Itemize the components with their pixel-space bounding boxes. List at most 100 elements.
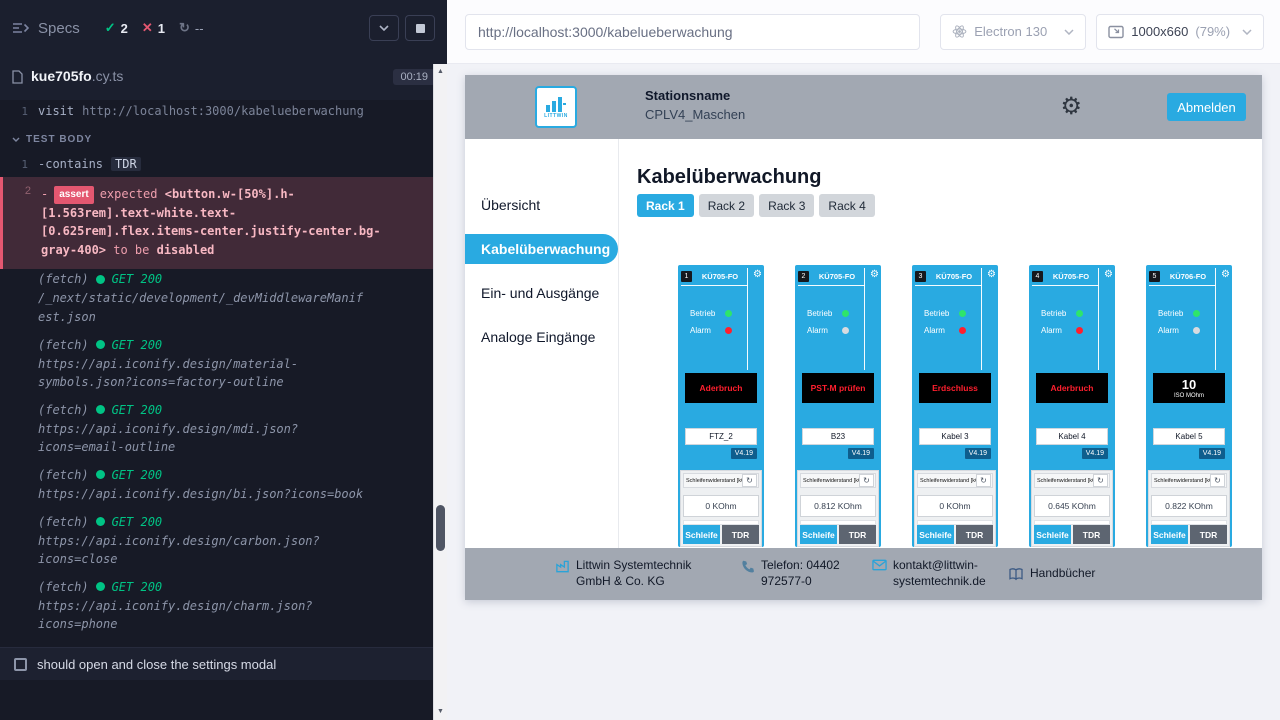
url-text: http://localhost:3000/kabelueberwachung [478, 24, 733, 40]
stop-tests-button[interactable] [405, 15, 435, 41]
tab-rack-1[interactable]: Rack 1 [637, 194, 694, 217]
card-divider [747, 268, 748, 370]
line-number: 1 [0, 105, 38, 118]
tab-rack-4[interactable]: Rack 4 [819, 194, 874, 217]
card-gear-icon[interactable]: ⚙ [753, 270, 762, 280]
fetch-label: (fetch) [38, 580, 89, 594]
browser-select[interactable]: Electron 130 [940, 14, 1086, 50]
betrieb-led [1193, 310, 1200, 317]
line-number: 1 [0, 158, 38, 171]
card-gear-icon[interactable]: ⚙ [987, 270, 996, 280]
test-square-icon [14, 658, 27, 671]
device-card: 3 KÜ705-FO ⚙ Betrieb Alarm Erdschluss Ka… [912, 265, 998, 547]
stat-passed: ✓2 [105, 20, 128, 36]
reporter-scrollbar[interactable]: ▲ ▼ [433, 64, 447, 720]
network-log-entry[interactable]: (fetch) GET 200 https://api.iconify.desi… [0, 400, 433, 465]
card-gear-icon[interactable]: ⚙ [870, 270, 879, 280]
card-gear-icon[interactable]: ⚙ [1221, 270, 1230, 280]
tdr-button[interactable]: TDR [1190, 525, 1227, 544]
resistance-label: Schleifenwiderstand [kOhm] [920, 478, 976, 484]
nav-item-kabelueberwachung[interactable]: Kabelüberwachung [465, 234, 618, 264]
logout-button[interactable]: Abmelden [1167, 93, 1246, 121]
network-log-entry[interactable]: (fetch) GET 200 https://api.iconify.desi… [0, 465, 433, 512]
station-label: Stationsname [645, 88, 745, 103]
schleife-button[interactable]: Schleife [1034, 525, 1071, 544]
tdr-button[interactable]: TDR [1073, 525, 1110, 544]
passed-count: 2 [121, 21, 128, 36]
fetch-url: https://api.iconify.design/material-symb… [38, 355, 368, 392]
network-log-entry[interactable]: (fetch) GET 200 https://api.iconify.desi… [0, 335, 433, 400]
test-stats: ✓2 ✕1 ↻-- [105, 20, 204, 36]
reporter-header-area: Specs ✓2 ✕1 ↻-- kue705fo.cy.ts [0, 0, 447, 100]
tab-rack-2[interactable]: Rack 2 [699, 194, 754, 217]
betrieb-row: Betrieb [690, 309, 764, 318]
assert-badge: assert [54, 186, 93, 204]
betrieb-label: Betrieb [807, 309, 837, 318]
specs-menu-icon[interactable] [12, 22, 29, 34]
command-dash: - [41, 187, 48, 201]
network-log-entry[interactable]: (fetch) GET 200 https://api.iconify.desi… [0, 512, 433, 577]
cable-name: B23 [802, 428, 874, 445]
alarm-row: Alarm [1158, 326, 1232, 335]
refresh-icon[interactable]: ↻ [859, 474, 874, 487]
fetch-url: https://api.iconify.design/mdi.json?icon… [38, 420, 368, 457]
betrieb-label: Betrieb [1158, 309, 1188, 318]
url-input[interactable]: http://localhost:3000/kabelueberwachung [465, 14, 920, 50]
line-number: 2 [3, 185, 41, 259]
refresh-icon[interactable]: ↻ [1210, 474, 1225, 487]
device-card: 1 KÜ705-FO ⚙ Betrieb Alarm Aderbruch FTZ… [678, 265, 764, 547]
status-ok-dot [96, 405, 105, 414]
nav-item-ein-und-ausgaenge[interactable]: Ein- und Ausgänge [465, 278, 618, 308]
chevron-down-icon [1242, 29, 1252, 35]
fetch-status: GET 200 [112, 580, 163, 594]
command-dash: - [38, 157, 45, 171]
refresh-icon[interactable]: ↻ [1093, 474, 1108, 487]
specs-link[interactable]: Specs [38, 20, 80, 37]
status-ok-dot [96, 517, 105, 526]
spec-timer: 00:19 [393, 69, 435, 85]
footer-manuals[interactable]: Handbücher [1008, 566, 1095, 582]
fetch-label: (fetch) [38, 403, 89, 417]
schleife-button[interactable]: Schleife [917, 525, 954, 544]
command-contains[interactable]: 1 -contains TDR [0, 153, 433, 175]
tab-rack-3[interactable]: Rack 3 [759, 194, 814, 217]
settings-gear-icon[interactable]: ⚙ [1060, 95, 1082, 119]
device-card: 4 KÜ705-FO ⚙ Betrieb Alarm Aderbruch Kab… [1029, 265, 1115, 547]
aut-toolbar: http://localhost:3000/kabelueberwachung … [447, 0, 1280, 64]
viewport-select[interactable]: 1000x660 (79%) [1096, 14, 1264, 50]
reporter-header: Specs ✓2 ✕1 ↻-- [0, 0, 447, 56]
nav-item-analoge-eingaenge[interactable]: Analoge Eingänge [465, 322, 618, 352]
schleife-button[interactable]: Schleife [800, 525, 837, 544]
card-gear-icon[interactable]: ⚙ [1104, 270, 1113, 280]
page-title: Kabelüberwachung [637, 166, 821, 189]
scroll-down-arrow[interactable]: ▼ [434, 706, 447, 718]
refresh-icon[interactable]: ↻ [976, 474, 991, 487]
electron-icon [952, 24, 967, 39]
refresh-icon[interactable]: ↻ [742, 474, 757, 487]
network-log-entry[interactable]: (fetch) GET 200 https://api.iconify.desi… [0, 577, 433, 642]
schleife-button[interactable]: Schleife [1151, 525, 1188, 544]
tdr-button[interactable]: TDR [839, 525, 876, 544]
card-divider [1149, 285, 1216, 286]
alarm-led [1076, 327, 1083, 334]
tdr-button[interactable]: TDR [956, 525, 993, 544]
fetch-label: (fetch) [38, 272, 89, 286]
collapse-all-button[interactable] [369, 15, 399, 41]
command-visit[interactable]: 1 visit http://localhost:3000/kabelueber… [0, 100, 433, 122]
test-item-settings-modal[interactable]: should open and close the settings modal [0, 647, 433, 680]
firmware-version: V4.19 [731, 448, 757, 459]
test-body-section[interactable]: TEST BODY [0, 122, 433, 153]
spec-title-bar[interactable]: kue705fo.cy.ts 00:19 [0, 62, 447, 92]
chevron-down-icon [12, 137, 20, 142]
nav-item-uebersicht[interactable]: Übersicht [465, 190, 618, 220]
card-divider [681, 285, 748, 286]
tdr-button[interactable]: TDR [722, 525, 759, 544]
scroll-up-arrow[interactable]: ▲ [434, 66, 447, 78]
command-assert-failed[interactable]: 2 -assertexpected <button.w-[50%].h-[1.5… [0, 177, 433, 269]
schleife-button[interactable]: Schleife [683, 525, 720, 544]
card-divider [1215, 268, 1216, 370]
scrollbar-thumb[interactable] [436, 505, 445, 551]
cable-name: FTZ_2 [685, 428, 757, 445]
network-log-entry[interactable]: (fetch) GET 200 /_next/static/developmen… [0, 269, 433, 334]
alarm-row: Alarm [690, 326, 764, 335]
